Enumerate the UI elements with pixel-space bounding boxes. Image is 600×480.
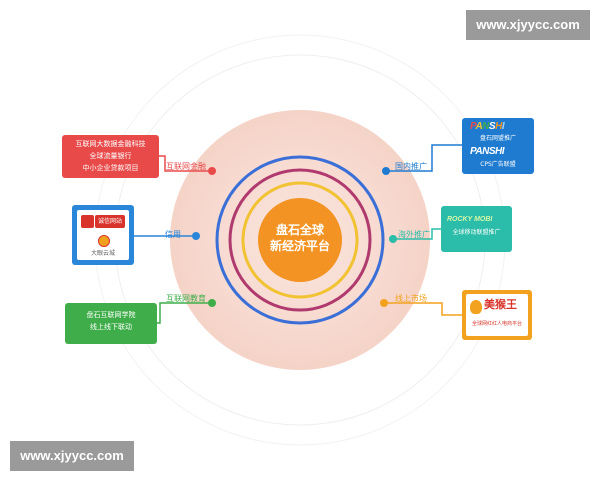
finance-line-2: 全球流量银行 [89,152,132,160]
panshi-logo-2: PANSHI [470,146,505,157]
connector-finance [159,155,210,172]
watermark-bottom: www.xjyycc.com [10,441,134,471]
dot-overseas [389,235,397,243]
branch-label-finance: 互联网金融 [166,162,206,171]
finance-line-3: 中小企业贷款项目 [82,164,139,172]
domestic-line-1: 盘石网盟推广 [479,135,516,142]
center-title-line1: 盘石全球 [275,223,324,237]
center-title: 盘石全球 新经济平台 [255,222,345,254]
connector-overseas [395,228,441,240]
dot-credit [192,232,200,240]
credit-logo-icon [81,215,94,228]
market-box: 美猴王 全球网红红人电商平台 [462,290,532,340]
monkey-mascot-icon [470,300,482,314]
branch-label-overseas: 海外推广 [398,230,430,239]
credit-seal-icon [98,235,110,247]
domestic-box: PANSHI 盘石网盟推广 PANSHI CPS广告联盟 [462,118,534,174]
center-title-line2: 新经济平台 [269,239,330,253]
dot-domestic [382,167,390,175]
education-line-1: 盘石互联网学院 [86,311,136,319]
branch-label-education: 互联网教育 [166,294,206,303]
credit-card: 诚信网站 大眼云城 [77,210,129,260]
connector-education [157,302,210,324]
overseas-line-1: 全球移动联盟推广 [452,229,501,236]
education-line-2: 线上线下联动 [90,323,132,331]
dot-education [208,299,216,307]
finance-box: 互联网大数据金融科技 全球流量银行 中小企业贷款项目 [62,135,159,178]
market-title: 美猴王 [484,298,517,311]
branch-label-credit: 信用 [165,230,181,239]
ring-purple [228,168,372,312]
connector-market [386,302,462,316]
finance-line-1: 互联网大数据金融科技 [75,140,146,148]
branch-label-market: 线上市场 [395,294,427,303]
market-subtitle: 全球网红红人电商平台 [471,321,522,327]
credit-caption: 大眼云城 [90,250,115,257]
watermark-top: www.xjyycc.com [466,10,590,40]
branch-label-domestic: 国内推广 [395,162,427,171]
panshi-logo-1: PANSHI [470,121,505,132]
ring-blue [215,155,385,325]
ring-yellow [241,181,359,299]
education-box: 盘石互联网学院 线上线下联动 [65,303,157,344]
market-card: 美猴王 全球网红红人电商平台 [466,294,528,336]
domestic-line-2: CPS广告联盟 [480,161,516,168]
connector-domestic [388,144,462,172]
center-disc [258,198,342,282]
dot-market [380,299,388,307]
credit-box: 诚信网站 大眼云城 [72,205,134,265]
dot-finance [208,167,216,175]
rockymobi-logo: ROCKY MOBI [447,216,493,223]
overseas-box: ROCKY MOBI 全球移动联盟推广 [441,206,512,252]
credit-card-badge: 诚信网站 [95,215,125,228]
